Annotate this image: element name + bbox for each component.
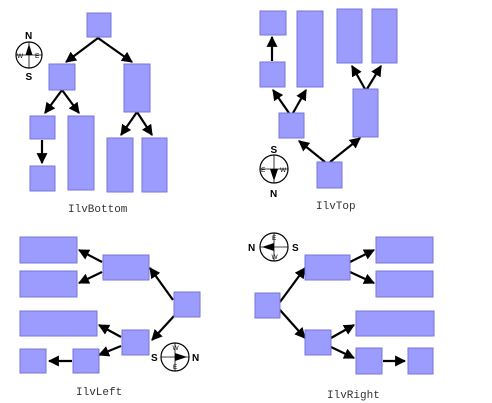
compass-s: S: [151, 353, 158, 364]
edge: [65, 37, 99, 63]
edge: [136, 111, 153, 136]
panel-caption: IlvRight: [327, 390, 380, 402]
tree-node: [72, 348, 100, 374]
panel-caption: IlvTop: [316, 201, 356, 213]
tree-node: [141, 137, 168, 193]
tree-node: [121, 329, 150, 356]
compass-s: S: [271, 145, 278, 156]
tree-node: [355, 310, 435, 337]
tree-node: [67, 115, 95, 191]
edge: [61, 89, 80, 114]
compass-icon: N S E W: [248, 232, 299, 262]
compass-icon: S N W E: [151, 342, 199, 372]
compass-w: W: [17, 53, 24, 60]
edge: [44, 89, 63, 114]
compass-e: E: [173, 364, 178, 371]
panel-caption: IlvLeft: [76, 387, 122, 399]
tree-node: [29, 115, 56, 140]
edge: [151, 315, 175, 341]
tree-node: [316, 161, 343, 189]
tree-node: [336, 8, 363, 64]
edge: [292, 89, 307, 114]
tree-node: [254, 292, 281, 319]
tree-node: [352, 88, 379, 138]
edge: [149, 267, 174, 301]
edge: [279, 267, 306, 303]
tree-node: [19, 348, 47, 374]
compass-n: N: [25, 31, 32, 42]
panel-ilvtop: IlvTop S N E W: [259, 8, 398, 213]
edge: [330, 346, 355, 359]
compass-n: N: [248, 243, 255, 254]
tree-node: [375, 236, 434, 264]
tree-node: [407, 347, 434, 375]
tree-node: [19, 310, 98, 337]
panel-caption: IlvBottom: [68, 204, 128, 216]
compass-w: W: [173, 345, 180, 352]
edge: [97, 37, 133, 63]
tree-node: [48, 63, 76, 91]
tree-node: [259, 61, 286, 88]
edge: [272, 89, 290, 114]
compass-n: N: [270, 189, 277, 200]
panel-ilvbottom: IlvBottom N S W E: [15, 12, 168, 216]
compass-e: E: [261, 167, 266, 174]
tree-node: [259, 10, 287, 36]
tree-node: [86, 12, 112, 38]
compass-s: S: [292, 243, 299, 254]
panel-ilvright: IlvRight N S E W: [248, 232, 435, 402]
edge: [298, 140, 326, 163]
tree-node: [173, 291, 201, 318]
compass-s: S: [26, 72, 33, 83]
compass-e: E: [272, 235, 277, 242]
tree-node: [19, 236, 78, 264]
edge: [366, 65, 382, 90]
tree-node: [296, 10, 324, 88]
compass-n: N: [192, 353, 199, 364]
compass-w: W: [272, 254, 279, 261]
compass-icon: N S W E: [15, 31, 43, 83]
tree-node: [29, 165, 56, 192]
tree-node: [19, 270, 78, 298]
compass-w: W: [280, 167, 287, 174]
compass-icon: S N E W: [259, 145, 289, 200]
edge: [98, 324, 122, 338]
tree-node: [123, 63, 151, 113]
compass-e: E: [35, 53, 40, 60]
edge: [330, 324, 355, 339]
tree-node: [371, 8, 398, 64]
tree-node: [355, 347, 383, 375]
tree-node: [304, 329, 332, 356]
edge: [329, 137, 361, 163]
edge: [349, 249, 375, 263]
edge: [120, 111, 138, 136]
edge: [78, 271, 103, 284]
tree-node: [304, 254, 351, 281]
edge: [279, 309, 306, 339]
tree-node: [375, 270, 434, 298]
tree-node: [278, 112, 305, 139]
edge: [349, 271, 375, 284]
edge: [78, 249, 103, 263]
tree-node: [106, 137, 134, 193]
tree-node: [102, 254, 150, 281]
edge: [97, 344, 122, 357]
panel-ilvleft: IlvLeft S N W E: [19, 236, 201, 399]
edge: [351, 65, 366, 90]
